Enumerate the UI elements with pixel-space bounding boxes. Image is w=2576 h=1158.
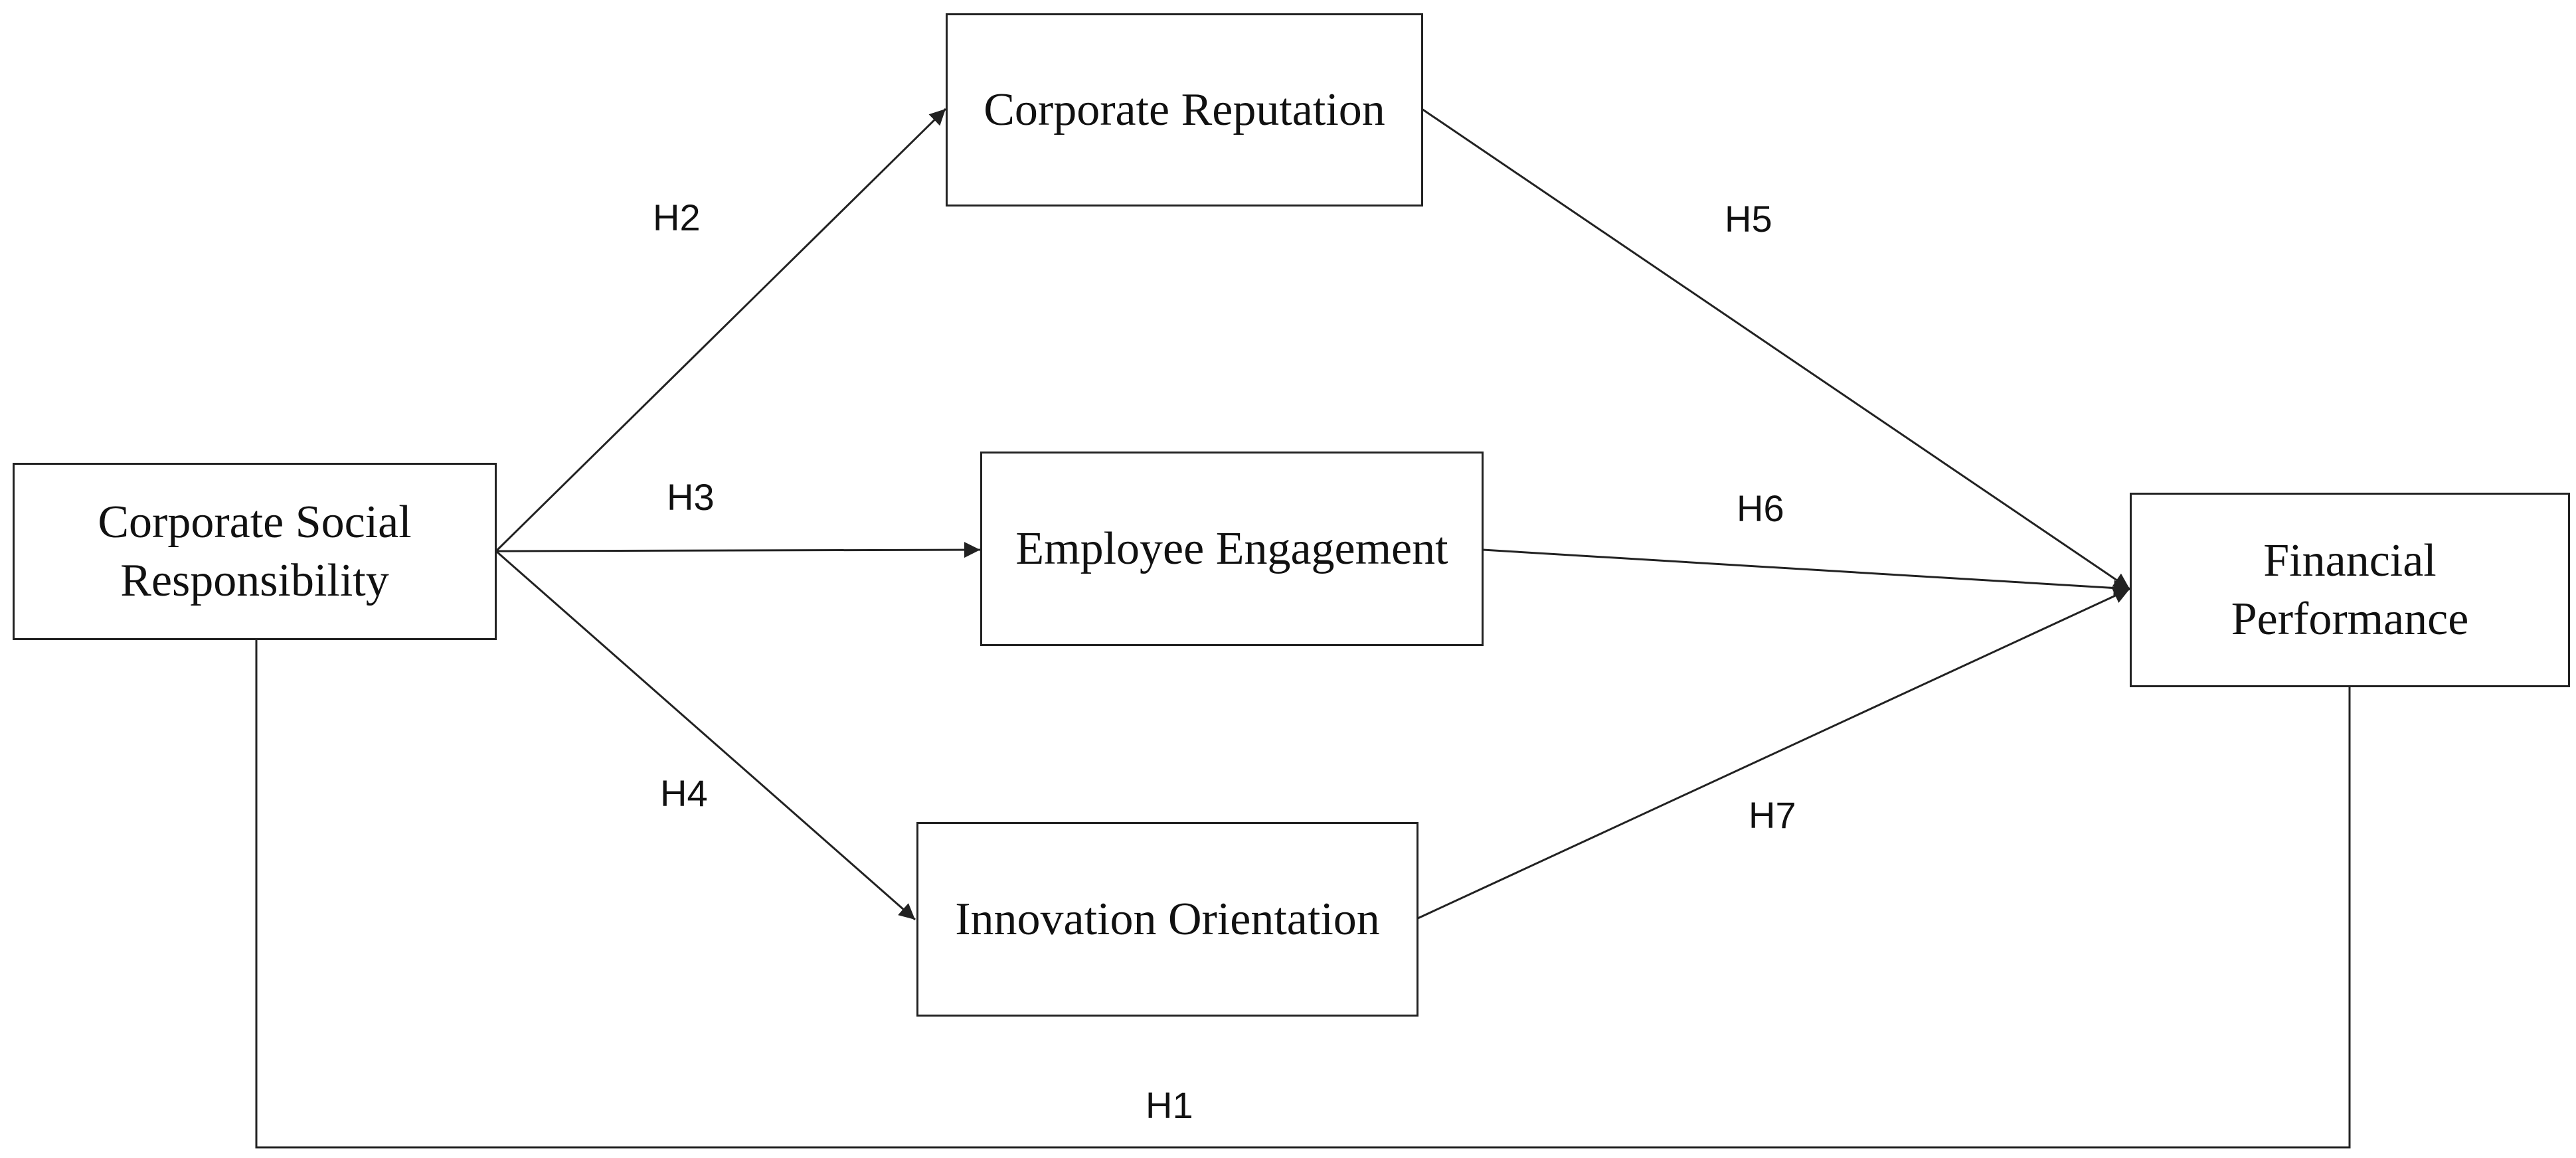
edge-h4-arrow: [495, 550, 916, 921]
edge-h5-label: H5: [1725, 198, 1772, 240]
edge-h6-arrow: [1482, 548, 2130, 596]
edge-h1-label: H1: [1146, 1084, 1193, 1126]
node-csr-label: Corporate Social Responsibility: [98, 496, 412, 606]
edge-h2-arrow: [495, 108, 947, 552]
edge-h3-arrow: [495, 542, 981, 558]
node-engagement-label: Employee Engagement: [1015, 523, 1448, 574]
node-innovation-label: Innovation Orientation: [955, 893, 1380, 945]
node-innovation-orientation: Innovation Orientation: [916, 822, 1418, 1017]
node-financial-label: Financial Performance: [2231, 535, 2469, 645]
edge-h2-label: H2: [653, 197, 701, 238]
node-corporate-reputation: Corporate Reputation: [946, 13, 1423, 207]
node-reputation-label: Corporate Reputation: [984, 84, 1385, 135]
node-corporate-social-responsibility: Corporate Social Responsibility: [13, 463, 497, 640]
edge-h4-label: H4: [660, 772, 708, 814]
edge-h7-arrow: [1417, 588, 2130, 920]
node-employee-engagement: Employee Engagement: [980, 452, 1484, 646]
edge-h3-label: H3: [667, 476, 715, 518]
edge-h5-arrow: [1421, 108, 2130, 590]
edge-h6-label: H6: [1737, 487, 1784, 529]
node-financial-performance: Financial Performance: [2130, 493, 2570, 687]
edge-h1-line: [255, 639, 2351, 1149]
edge-h7-label: H7: [1749, 794, 1796, 836]
